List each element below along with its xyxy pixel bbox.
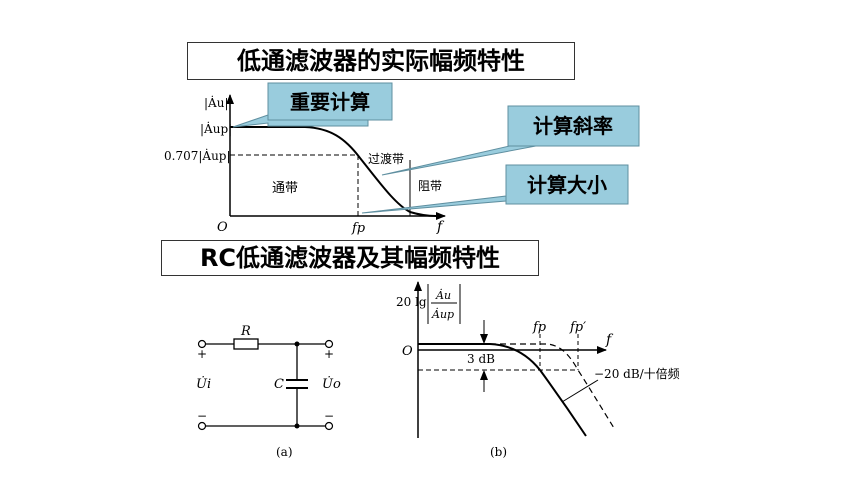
input-plus-sign: + [197,347,207,361]
callout-important-calc-box [267,82,393,121]
callout-size-calc-box [505,164,629,205]
callout-slope-calc-box [507,105,640,147]
graph-a-y-axis-label: |Ȧu| [204,95,228,110]
input-voltage-label: U̇i [196,376,211,392]
graph-a-origin-label: O [217,220,228,235]
graph-a-passband-level-label: |Ȧup| [200,121,232,136]
bode-y-label-numerator: Ȧu [435,288,451,302]
title-rc-lowpass-filter: RC低通滤波器及其幅频特性 [161,240,539,276]
graph-a: |Ȧu| |Ȧup| 0.707|Ȧup| O f fp 通带 过渡带 阻带 [164,94,446,236]
input-terminal-top [197,339,207,349]
callout-size-calc: 计算大小 [361,164,629,214]
bode-y-label-denominator: Ȧup [431,307,454,321]
resistor-label: R [240,324,251,339]
junction-top [294,341,300,347]
graph-a-0707-label: 0.707|Ȧup| [164,148,231,163]
callout-important-calc: 重要计算 [232,82,393,128]
output-plus-sign: + [324,347,334,361]
graph-a-x-axis-label: f [436,219,445,235]
callout-slope-calc-text: 计算斜率 [533,114,613,138]
graph-a-transition-label: 过渡带 [368,151,404,166]
capacitor-label: C [274,377,284,392]
output-minus-sign: − [324,409,334,423]
graph-a-passband-label: 通带 [272,181,298,196]
output-terminal-bottom [324,421,334,431]
callout-size-calc-text: 计算大小 [527,173,607,197]
callout-important-calc-text: 重要计算 [290,90,370,114]
bode-slope-label: −20 dB/十倍频 [594,366,680,381]
callout-slope-calc: 计算斜率 [381,105,640,176]
input-terminal-bottom [197,421,207,431]
bode-slope-leader [561,379,599,403]
input-minus-sign: − [197,409,207,423]
circuit-caption: (a) [276,445,293,459]
bode-caption: (b) [490,445,507,459]
resistor [233,338,259,350]
bode-y-label-prefix: 20 lg [396,295,427,309]
bode-origin-label: O [402,344,413,359]
bode-plot: 20 lg Ȧu Ȧup O f fp fp′ 3 dB −20 dB/十倍频 … [396,281,680,459]
graph-a-response-curve [230,126,437,217]
bode-3db-label: 3 dB [467,352,495,366]
graph-a-stopband-label: 阻带 [418,179,442,193]
junction-bottom [294,423,300,429]
output-terminal-top [324,339,334,349]
graph-a-fp-label: fp [351,221,366,236]
bode-response-curve [418,343,587,437]
bode-fp-prime-label: fp′ [569,320,586,335]
bode-x-axis-label: f [605,332,614,348]
title-actual-frequency-response: 低通滤波器的实际幅频特性 [187,42,575,80]
bode-fp-label: fp [532,320,547,335]
rc-circuit: R C U̇i U̇o + − + − (a) [196,324,341,459]
output-voltage-label: U̇o [322,376,341,392]
